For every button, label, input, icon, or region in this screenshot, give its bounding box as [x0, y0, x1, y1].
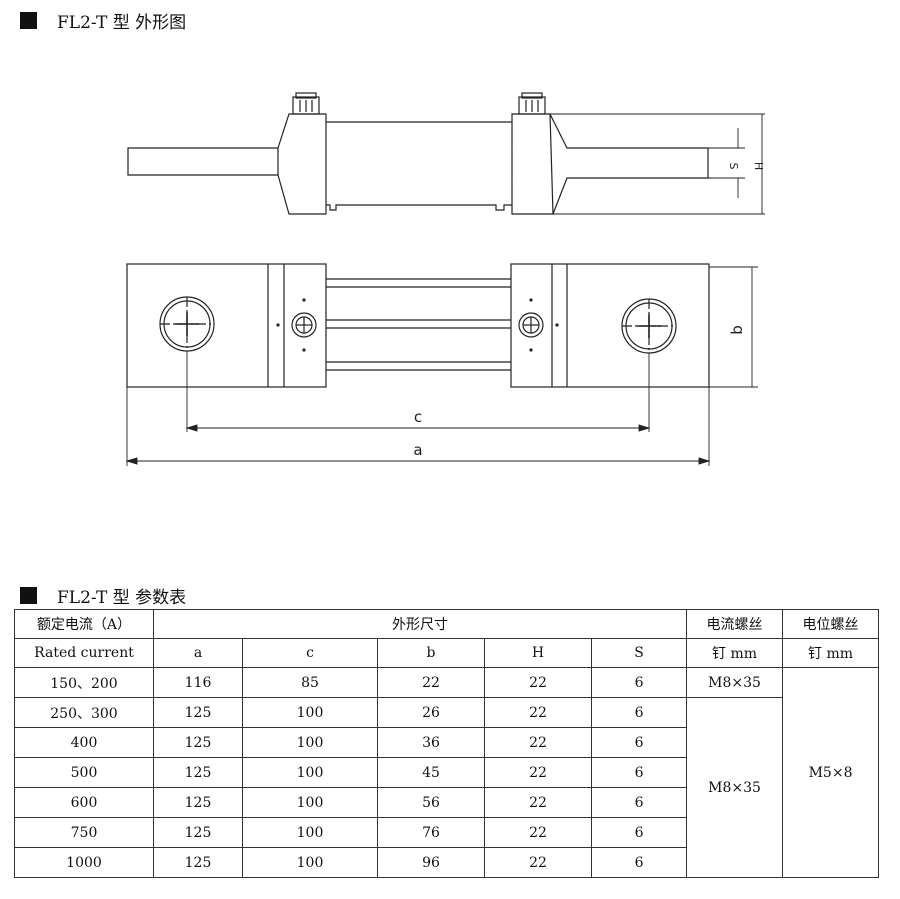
outline-drawing: S H [125, 92, 765, 466]
a-cell: 125 [153, 757, 243, 788]
rated-cell: 600 [14, 787, 154, 818]
a-cell: 125 [153, 847, 243, 878]
outline-heading: FL2-T 型 外形图 [20, 8, 186, 33]
right-screw-icon [518, 92, 546, 115]
heading-bullet-icon [20, 587, 37, 604]
left-block-side [277, 113, 327, 215]
left-terminal-hole-icon [159, 296, 215, 352]
dim-h-label: H [752, 162, 765, 170]
dimension-c [185, 351, 651, 432]
dimension-b [709, 266, 758, 388]
left-block-top [126, 263, 327, 388]
s-cell: 6 [590, 757, 688, 788]
b-cell: 56 [377, 787, 485, 818]
potential-screw-header-l2: 钉 mm [782, 638, 880, 668]
col-a-header: a [153, 638, 243, 668]
c-cell: 85 [242, 667, 378, 698]
col-s-header: S [590, 638, 688, 668]
header-row-2: Rated current a c b H S 钉 mm 钉 mm [14, 638, 880, 668]
a-cell: 125 [153, 697, 243, 728]
params-heading: FL2-T 型 参数表 [20, 583, 186, 608]
h-cell: 22 [484, 817, 592, 848]
h-cell: 22 [484, 697, 592, 728]
dim-b-label: b [728, 325, 746, 335]
dim-s-label: S [727, 163, 740, 170]
b-cell: 22 [377, 667, 485, 698]
s-cell: 6 [590, 847, 688, 878]
b-cell: 26 [377, 697, 485, 728]
dims-header: 外形尺寸 [152, 609, 688, 639]
right-terminal-hole-icon [621, 298, 677, 354]
b-cell: 36 [377, 727, 485, 758]
left-terminal-tab [127, 147, 279, 176]
a-cell: 125 [153, 787, 243, 818]
rated-cell: 500 [14, 757, 154, 788]
rated-cell: 150、200 [14, 667, 154, 698]
rated-cell: 750 [14, 817, 154, 848]
table-row: 150、200 116 85 22 22 6 M8×35 M5×8 [14, 667, 880, 878]
potential-screw-cell: M5×8 [782, 667, 880, 878]
potential-screw-header-l1: 电位螺丝 [782, 609, 880, 639]
b-cell: 45 [377, 757, 485, 788]
col-h-header: H [484, 638, 592, 668]
table-row: 250、300 125 100 26 22 6 M8×35 [14, 697, 879, 878]
top-view: b c a [125, 263, 758, 466]
table-row: 500 125 100 45 22 6 [14, 757, 879, 788]
s-cell: 6 [590, 727, 688, 758]
dim-a-label: a [413, 441, 422, 459]
current-screw-cell: M8×35 [686, 697, 784, 878]
c-cell: 100 [242, 817, 378, 848]
s-cell: 6 [590, 667, 688, 698]
rated-cell: 250、300 [14, 697, 154, 728]
current-screw-header-l2: 钉 mm [686, 638, 784, 668]
dimension-s-h [550, 113, 765, 215]
c-cell: 100 [242, 787, 378, 818]
rated-cell: 400 [14, 727, 154, 758]
c-cell: 100 [242, 697, 378, 728]
c-cell: 100 [242, 727, 378, 758]
h-cell: 22 [484, 757, 592, 788]
b-cell: 96 [377, 847, 485, 878]
shunt-bottom-line [326, 204, 512, 211]
left-screw-icon [292, 92, 320, 115]
dim-c-label: c [414, 408, 422, 426]
a-cell: 125 [153, 727, 243, 758]
col-b-header: b [377, 638, 485, 668]
rated-current-cn-header: 额定电流（A） [14, 609, 154, 639]
b-cell: 76 [377, 817, 485, 848]
dimension-a [125, 387, 711, 466]
params-title: FL2-T 型 参数表 [57, 588, 187, 608]
header-row-1: 额定电流（A） 外形尺寸 电流螺丝 电位螺丝 [14, 609, 880, 639]
rated-current-en-header: Rated current [14, 638, 154, 668]
a-cell: 116 [153, 667, 243, 698]
right-block-top [510, 263, 710, 388]
table-row: 1000 125 100 96 22 6 [14, 847, 879, 878]
side-view: S H [127, 92, 765, 215]
right-block-side [511, 113, 709, 215]
left-potential-screw-icon [276, 298, 317, 352]
right-potential-screw-icon [518, 298, 559, 352]
a-cell: 125 [153, 817, 243, 848]
outline-title: FL2-T 型 外形图 [57, 13, 187, 33]
spec-table: 额定电流（A） 外形尺寸 电流螺丝 电位螺丝 Rated current a c… [14, 609, 880, 878]
h-cell: 22 [484, 727, 592, 758]
current-screw-header-l1: 电流螺丝 [686, 609, 784, 639]
h-cell: 22 [484, 667, 592, 698]
col-c-header: c [242, 638, 378, 668]
h-cell: 22 [484, 787, 592, 818]
rated-cell: 1000 [14, 847, 154, 878]
s-cell: 6 [590, 787, 688, 818]
heading-bullet-icon [20, 12, 37, 29]
s-cell: 6 [590, 697, 688, 728]
current-screw-cell: M8×35 [686, 667, 784, 698]
s-cell: 6 [590, 817, 688, 848]
c-cell: 100 [242, 847, 378, 878]
h-cell: 22 [484, 847, 592, 878]
c-cell: 100 [242, 757, 378, 788]
